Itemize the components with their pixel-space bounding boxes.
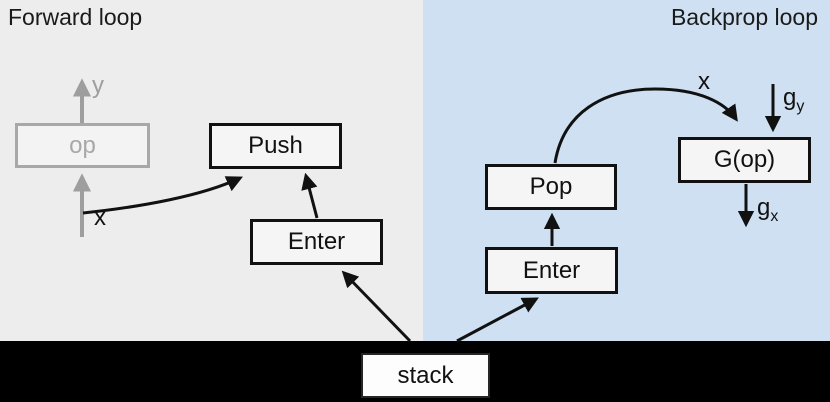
op-node: op [15, 123, 150, 168]
enter-forward-node-label: Enter [287, 228, 346, 255]
backprop-loop-title: Backprop loop [670, 4, 818, 30]
y-output-label: y [92, 72, 104, 99]
gop-node-label: G(op) [713, 146, 776, 173]
forward-loop-title: Forward loop [8, 4, 143, 30]
gy-label-sub: y [796, 97, 805, 115]
push-node: Push [209, 123, 342, 169]
gx-label-sub: x [770, 207, 779, 225]
enter-backprop-node: Enter [485, 247, 618, 294]
gy-label: gy [783, 84, 804, 115]
forward-loop-panel [0, 0, 423, 341]
gop-node: G(op) [678, 137, 811, 183]
enter-forward-node: Enter [250, 219, 383, 265]
gy-label-base: g [783, 84, 797, 111]
push-node-label: Push [248, 132, 303, 159]
pop-node: Pop [485, 164, 617, 210]
x-input-label: x [94, 204, 106, 231]
stack-node-label: stack [397, 361, 454, 389]
pop-node-label: Pop [529, 173, 573, 200]
x-backprop-label: x [698, 68, 710, 95]
enter-backprop-node-label: Enter [522, 256, 581, 284]
gx-label: gx [757, 194, 778, 225]
stack-node: stack [361, 353, 490, 398]
op-node-label: op [69, 131, 96, 159]
gx-label-base: g [757, 194, 771, 221]
